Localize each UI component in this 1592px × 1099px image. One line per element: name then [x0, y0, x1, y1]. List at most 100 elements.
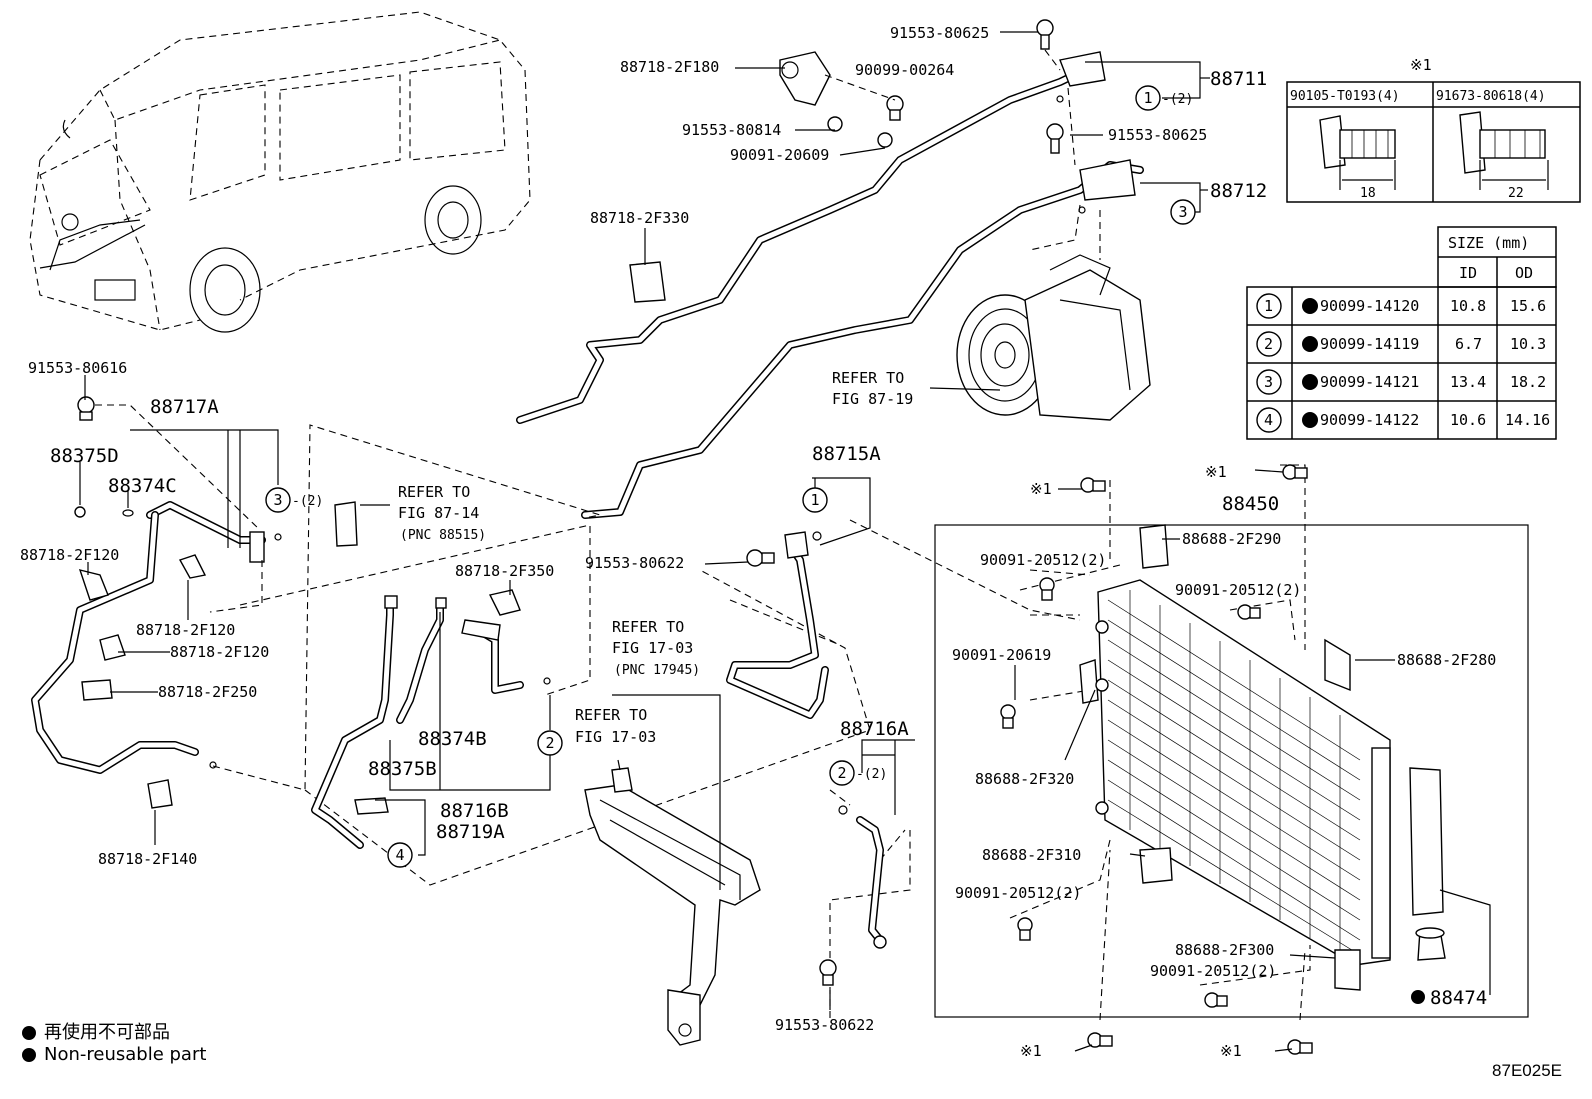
size-row: 1 90099-14120 10.8 15.6: [1256, 293, 1546, 319]
label-88374C: 88374C: [108, 475, 177, 497]
svg-text:1: 1: [810, 491, 819, 509]
label-91553-80622-a: 91553-80622: [585, 554, 684, 572]
pipe-88716B: [311, 589, 551, 849]
size-row-num: 2: [1264, 335, 1273, 353]
size-col-id: ID: [1459, 264, 1477, 282]
size-row-od: 15.6: [1510, 297, 1546, 315]
label-refer-87-14-a: REFER TO: [398, 483, 470, 501]
van-illustration: [29, 11, 531, 333]
nonreusable-dot: [1302, 336, 1318, 352]
label-88688-2F300: 88688-2F300: [1175, 941, 1274, 959]
legend-en: Non-reusable part: [22, 1044, 206, 1065]
label-refer-17-03a-b: FIG 17-03: [612, 639, 693, 657]
nonreusable-dot: [1302, 298, 1318, 314]
size-col-od: OD: [1515, 264, 1533, 282]
label-star1-d: ※1: [1220, 1042, 1242, 1060]
nonreusable-dot: [1411, 990, 1425, 1004]
size-row-id: 10.8: [1450, 297, 1486, 315]
label-88474: 88474: [1430, 987, 1487, 1009]
label-refer-87-19-a: REFER TO: [832, 369, 904, 387]
label-star1-a: ※1: [1030, 480, 1052, 498]
pipe-88715A: [726, 531, 829, 719]
label-88688-2F290: 88688-2F290: [1182, 530, 1281, 548]
label-91553-80622-b: 91553-80622: [775, 1016, 874, 1034]
svg-text:4: 4: [395, 846, 404, 864]
label-star1-b: ※1: [1205, 463, 1227, 481]
label-91553-80625-b: 91553-80625: [1108, 126, 1207, 144]
label-91553-80625: 91553-80625: [890, 24, 989, 42]
leader-lines: [79, 31, 1491, 1052]
label-88718-2F250: 88718-2F250: [158, 683, 257, 701]
label-88715A: 88715A: [812, 443, 881, 465]
nonreusable-dot: [22, 1026, 36, 1040]
legend-jp: 再使用不可部品: [22, 1018, 170, 1044]
label-88688-2F310: 88688-2F310: [982, 846, 1081, 864]
size-row-part: 90099-14119: [1320, 335, 1419, 353]
label-refer-17-03b-a: REFER TO: [575, 706, 647, 724]
svg-text:1: 1: [1143, 89, 1152, 107]
label-88718-2F180: 88718-2F180: [620, 58, 719, 76]
svg-text:3: 3: [273, 491, 282, 509]
size-row-part: 90099-14121: [1320, 373, 1419, 391]
size-row-od: 10.3: [1510, 335, 1546, 353]
size-row-num: 3: [1264, 373, 1273, 391]
pipe-88711: [516, 51, 1106, 424]
size-row-id: 13.4: [1450, 373, 1486, 391]
pipe-88717A: [31, 396, 358, 809]
svg-text:2: 2: [837, 764, 846, 782]
label-paren2-a: -(2): [292, 494, 323, 509]
label-88375D: 88375D: [50, 445, 119, 467]
svg-text:3: 3: [1178, 203, 1187, 221]
label-refer-17-03a-a: REFER TO: [612, 618, 684, 636]
size-row: 3 90099-14121 13.4 18.2: [1256, 369, 1546, 395]
label-88718-2F140: 88718-2F140: [98, 850, 197, 868]
label-88688-2F320: 88688-2F320: [975, 770, 1074, 788]
label-paren2: -(2): [1162, 92, 1193, 107]
nonreusable-dot: [22, 1048, 36, 1062]
size-row-part: 90099-14122: [1320, 411, 1419, 429]
bolt-col1: 90105-T0193(4): [1290, 89, 1400, 104]
label-refer-87-14-c: (PNC 88515): [400, 528, 486, 543]
legend-en-text: Non-reusable part: [44, 1044, 207, 1065]
size-table-title: SIZE (mm): [1448, 234, 1529, 252]
label-refer-87-14-b: FIG 87-14: [398, 504, 479, 522]
label-90099-00264: 90099-00264: [855, 61, 954, 79]
nonreusable-dot: [1302, 374, 1318, 390]
label-88718-2F350: 88718-2F350: [455, 562, 554, 580]
figure-code: 87E025E: [1492, 1061, 1562, 1080]
label-90091-20512-a: 90091-20512(2): [980, 551, 1106, 569]
label-star1-c: ※1: [1020, 1042, 1042, 1060]
label-90091-20512-c: 90091-20512(2): [955, 884, 1081, 902]
bolt-table-note: ※1: [1410, 56, 1432, 74]
size-row-od: 18.2: [1510, 373, 1546, 391]
size-row-id: 10.6: [1450, 411, 1486, 429]
label-paren2-b: -(2): [856, 767, 887, 782]
legend-jp-text: 再使用不可部品: [44, 1022, 170, 1043]
svg-text:2: 2: [545, 734, 554, 752]
hardware-top: [629, 19, 1101, 303]
label-88716A: 88716A: [840, 718, 909, 740]
bolt-col2: 91673-80618(4): [1436, 89, 1546, 104]
bolt-len1: 18: [1360, 186, 1376, 201]
label-90091-20619: 90091-20619: [952, 646, 1051, 664]
label-88711: 88711: [1210, 68, 1267, 90]
condenser-88450: [934, 464, 1529, 1055]
bracket-assembly: [584, 767, 761, 1046]
nonreusable-dot: [1302, 412, 1318, 428]
size-row: 2 90099-14119 6.7 10.3: [1256, 331, 1546, 357]
size-row-part: 90099-14120: [1320, 297, 1419, 315]
size-table: SIZE (mm) ID OD 1 90099-14120 10.8 15.6 …: [1246, 226, 1557, 440]
size-row-id: 6.7: [1455, 335, 1482, 353]
callout-numbers: 1 3 3 1 2 4 2: [265, 85, 1196, 868]
pipe-88712: [581, 159, 1144, 519]
part-labels: 91553-80625 88718-2F180 90099-00264 9155…: [20, 24, 1496, 1060]
label-88712: 88712: [1210, 180, 1267, 202]
compressor: [956, 254, 1151, 421]
label-88688-2F280: 88688-2F280: [1397, 651, 1496, 669]
label-91553-80814: 91553-80814: [682, 121, 781, 139]
size-row-od: 14.16: [1505, 411, 1550, 429]
label-88450: 88450: [1222, 493, 1279, 515]
bolt-len2: 22: [1508, 186, 1524, 201]
size-row-num: 1: [1264, 297, 1273, 315]
label-88375B: 88375B: [368, 758, 437, 780]
